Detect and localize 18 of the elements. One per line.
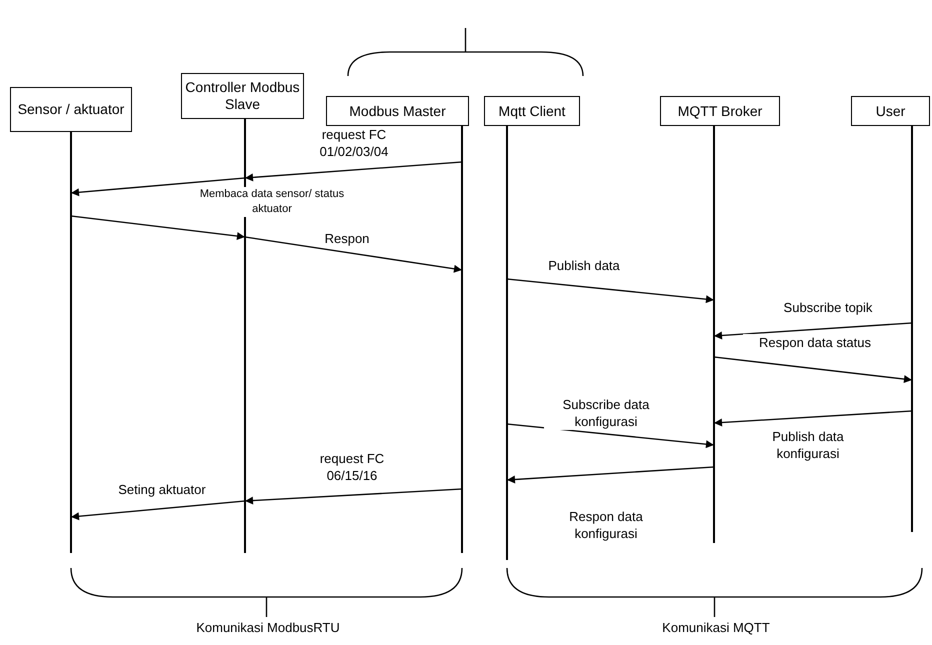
message-arrow (244, 236, 462, 273)
message-arrow (70, 500, 246, 520)
participant-box: Mqtt Client (484, 96, 580, 126)
message-arrow (714, 322, 912, 340)
participant-box: MQTT Broker (660, 96, 780, 126)
message-arrow (506, 423, 714, 448)
participant-box: Controller Modbus Slave (181, 73, 304, 119)
message-arrow (70, 215, 246, 240)
participant-box: Modbus Master (326, 96, 469, 126)
message-arrow (506, 278, 714, 304)
participant-box: Sensor / aktuator (10, 87, 132, 132)
message-arrow (244, 488, 462, 505)
participant-box: User (851, 96, 930, 126)
message-arrow (506, 466, 714, 484)
message-arrow (714, 410, 912, 426)
message-arrow (244, 161, 462, 182)
message-arrow (70, 177, 246, 196)
message-arrow (714, 356, 912, 384)
